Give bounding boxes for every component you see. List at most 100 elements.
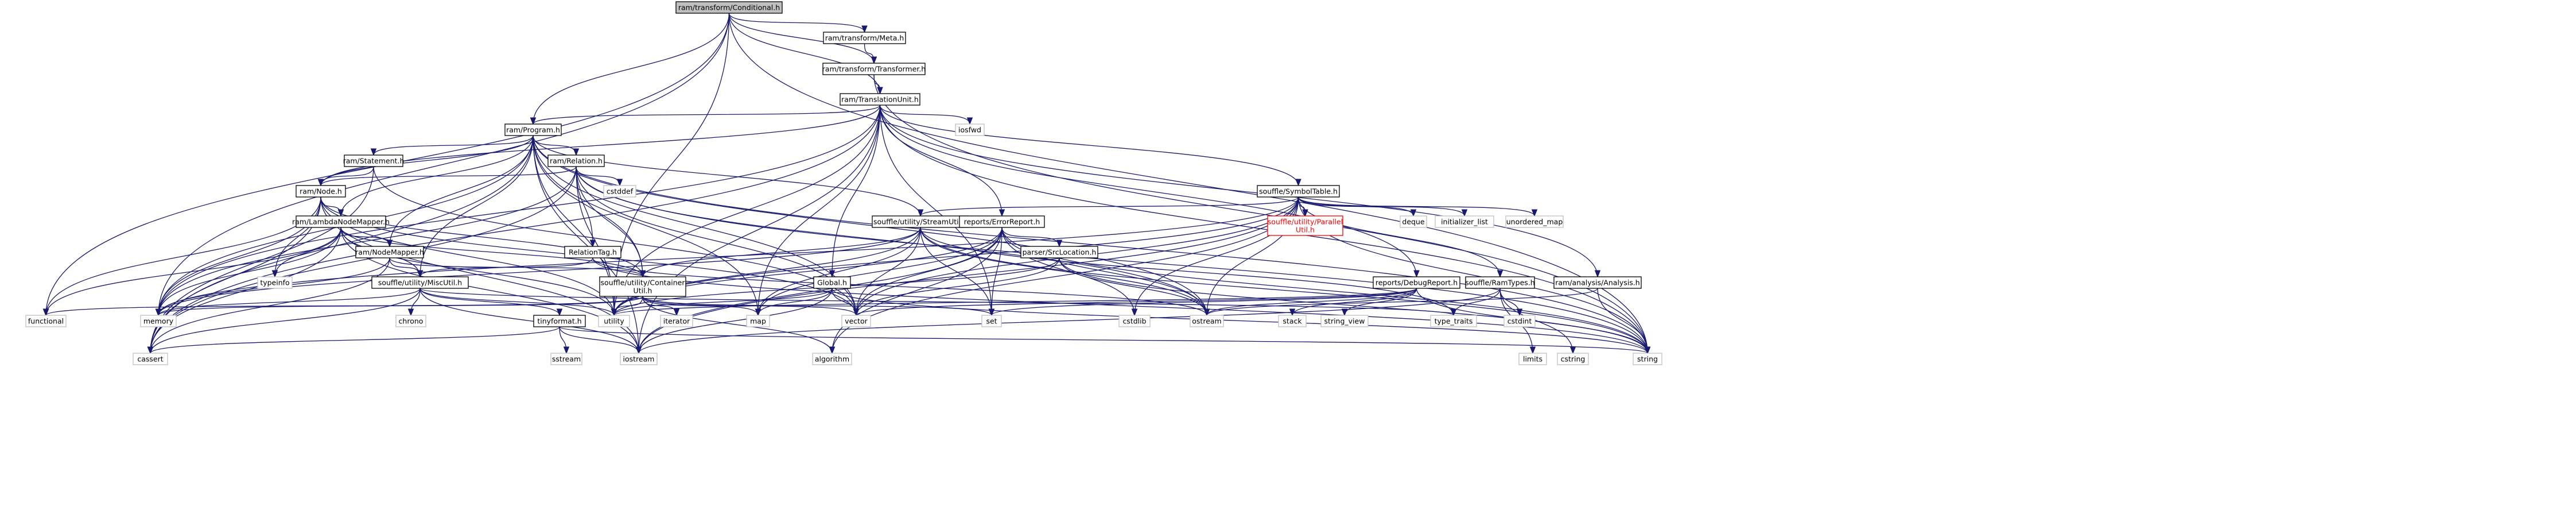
edge-errorreport-to-algorithm (832, 227, 1003, 353)
node-trans-meta[interactable]: ram/transform/Meta.h (823, 32, 906, 44)
node-label: sstream (552, 355, 581, 364)
node-box (1257, 185, 1340, 198)
node-label: ram/transform/Conditional.h (678, 3, 780, 12)
edge-global-to-iostream (639, 288, 833, 353)
node-box (296, 185, 346, 198)
edge-ram_tu-to-errorreport (879, 105, 1003, 216)
edge-ram_tu-to-symtab (879, 105, 1299, 186)
edge-conditional-to-ram_tu (728, 13, 880, 94)
edge-ram_tu-to-cassert (150, 105, 881, 353)
edge-ramtypes-to-cstring (1499, 288, 1573, 353)
edge-ram_program-to-string (533, 135, 1648, 353)
edge-debugreport-to-set (992, 288, 1417, 316)
node-streamutil[interactable]: souffle/utility/StreamUtil.h (872, 215, 969, 228)
edge-errorreport-to-utility (614, 227, 1003, 315)
node-box (1118, 315, 1151, 327)
node-label: cstdint (1507, 317, 1532, 326)
edge-streamutil-to-container (643, 227, 921, 277)
node-relationtag[interactable]: RelationTag.h (564, 246, 621, 258)
node-cassert: cassert (133, 353, 168, 365)
node-trans-transformer[interactable]: ram/transform/Transformer.h (822, 63, 926, 75)
edge-misc-to-chrono (411, 288, 421, 315)
node-label: limits (1523, 355, 1543, 364)
node-srcloc[interactable]: parser/SrcLocation.h (1020, 246, 1098, 258)
node-ram-program[interactable]: ram/Program.h (504, 123, 562, 136)
node-box (1278, 315, 1307, 327)
node-analysis[interactable]: ram/analysis/Analysis.h (1553, 276, 1642, 289)
edge-ram_relation-to-memory (158, 166, 577, 315)
node-label: ram/Relation.h (550, 157, 603, 165)
edge-ram_program-to-misc (420, 135, 534, 277)
node-ram-lnm[interactable]: ram/LambdaNodeMapper.h (292, 215, 390, 228)
node-box (981, 315, 1002, 327)
node-box (1435, 215, 1494, 228)
edge-ram_lnm-to-functional (46, 227, 341, 315)
node-label: ram/LambdaNodeMapper.h (292, 218, 390, 226)
node-label: parser/SrcLocation.h (1023, 248, 1097, 257)
edge-streamutil-to-ostream (920, 227, 1207, 315)
edge-container-to-map (642, 296, 758, 316)
node-box (564, 246, 621, 258)
edge-debugreport-to-string_view (1345, 288, 1417, 316)
node-box (140, 315, 177, 327)
node-label: iosfwd (958, 126, 981, 134)
edge-debugreport-to-utility (614, 288, 1417, 316)
node-vector: vector (841, 315, 871, 327)
node-tinyformat[interactable]: tinyformat.h (533, 315, 586, 327)
node-cstdlib: cstdlib (1118, 315, 1151, 327)
node-ram-node[interactable]: ram/Node.h (296, 185, 346, 198)
node-box (1505, 215, 1564, 228)
edge-symtab-to-streamutil (920, 196, 1299, 217)
edge-errorreport-to-ostream (1001, 227, 1207, 315)
node-ram-nm[interactable]: ram/NodeMapper.h (355, 246, 424, 258)
node-unordered-map: unordered_map (1505, 215, 1564, 228)
node-sstream: sstream (550, 353, 582, 365)
edge-srcloc-to-ostream (1059, 257, 1207, 315)
node-box (660, 315, 693, 327)
dependency-nodes: ram/transform/Conditional.h ram/Program.h… (25, 1, 1662, 365)
edge-ram_program-to-ram_statement (374, 135, 534, 156)
edge-ram_lnm-to-cassert (150, 227, 341, 353)
node-ramtypes[interactable]: souffle/RamTypes.h (1465, 276, 1535, 289)
edge-ram_tu-to-iostream (639, 105, 881, 353)
edge-errorreport-to-iostream (639, 227, 1003, 353)
edge-streamutil-to-memory (158, 227, 921, 315)
node-box (823, 32, 906, 44)
edge-ram_lnm-to-ram_nm (340, 227, 390, 247)
node-ram-tu[interactable]: ram/TranslationUnit.h (840, 93, 920, 106)
node-ram-statement[interactable]: ram/Statement.h (343, 154, 405, 167)
node-box (1430, 315, 1477, 327)
node-label: Global.h (817, 279, 847, 287)
edge-ram_lnm-to-memory (158, 227, 341, 315)
edge-misc-to-iostream (419, 288, 639, 353)
node-debugreport[interactable]: reports/DebugReport.h (1373, 276, 1460, 289)
edge-errorreport-to-cstdlib (1001, 227, 1134, 315)
node-label: stack (1283, 317, 1302, 326)
node-errorreport[interactable]: reports/ErrorReport.h (959, 215, 1045, 228)
edge-ram_program-to-ostream (533, 135, 1207, 315)
node-box (813, 276, 851, 289)
edge-misc-to-utility (419, 288, 614, 316)
edge-debugreport-to-ostream (1207, 288, 1417, 316)
edge-container-to-algorithm (642, 296, 832, 353)
edge-global-to-utility (614, 288, 833, 316)
node-label: map (750, 317, 766, 326)
edge-ram_tu-to-ram_node (321, 105, 881, 186)
node-misc[interactable]: souffle/utility/MiscUtil.h (371, 276, 469, 289)
node-label: Util.h (1296, 226, 1315, 234)
node-ram-relation[interactable]: ram/Relation.h (547, 154, 605, 167)
node-box (841, 315, 871, 327)
node-box (959, 215, 1045, 228)
node-global[interactable]: Global.h (813, 276, 851, 289)
edge-symtab-to-deque (1297, 196, 1414, 217)
edge-ram_tu-to-ram_program (533, 105, 881, 125)
node-label: memory (143, 317, 174, 326)
node-box (822, 63, 926, 75)
edge-ram_relation-to-container (576, 166, 643, 277)
node-box (1465, 276, 1535, 289)
node-string: string (1633, 353, 1662, 365)
node-symtab[interactable]: souffle/SymbolTable.h (1257, 185, 1340, 198)
